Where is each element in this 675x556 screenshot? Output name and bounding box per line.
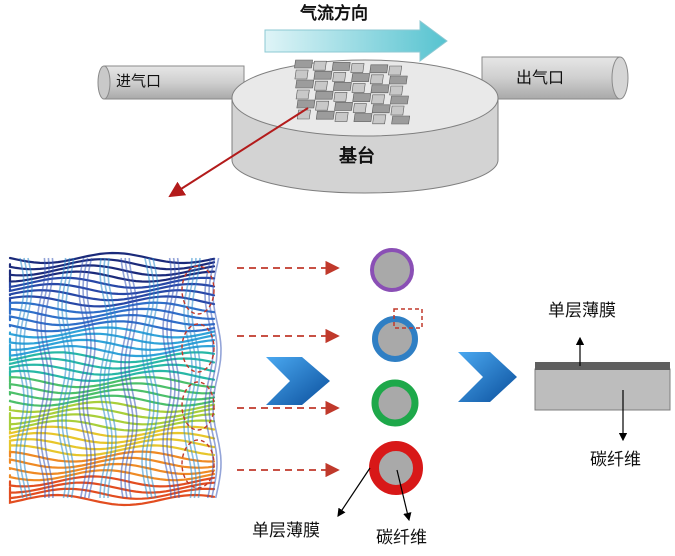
fabric-yarn xyxy=(10,476,214,486)
mesh-cell xyxy=(354,114,372,122)
section-film-pointer xyxy=(338,468,370,516)
mesh-cell xyxy=(390,86,403,95)
mesh-cell xyxy=(389,76,407,84)
mesh-cell xyxy=(314,81,327,90)
mesh-cell xyxy=(373,115,386,124)
fabric-yarn xyxy=(10,265,214,275)
mesh-cell xyxy=(371,85,389,93)
mesh-cell xyxy=(294,60,312,68)
fiber-cross-section xyxy=(375,383,415,423)
chevron-arrow-right xyxy=(458,352,517,402)
mesh-cell xyxy=(392,116,410,124)
mesh-cell xyxy=(296,90,309,99)
fabric-yarn xyxy=(10,253,214,263)
mesh-cell xyxy=(313,61,326,70)
mesh-cell xyxy=(316,101,329,110)
mesh-cell xyxy=(370,75,383,84)
airflow-direction-label: 气流方向 xyxy=(300,6,368,23)
planar-film-label: 单层薄膜 xyxy=(548,303,616,320)
fiber-cross-section xyxy=(374,446,418,490)
fiber-cross-section xyxy=(375,319,415,359)
fabric-visualization xyxy=(10,253,221,505)
section-fiber-label: 碳纤维 xyxy=(376,530,427,547)
mesh-cell xyxy=(372,105,390,113)
mesh-cell xyxy=(332,62,350,70)
airflow-arrow xyxy=(265,21,447,61)
mesh-cell xyxy=(295,70,308,79)
fiber-cross-sections xyxy=(372,250,418,490)
mesh-cell xyxy=(334,102,352,110)
mesh-cell xyxy=(314,71,332,79)
mesh-cell xyxy=(297,100,315,108)
mesh-cell xyxy=(353,104,366,113)
mesh-cell xyxy=(334,92,347,101)
section-film-label: 单层薄膜 xyxy=(252,523,320,540)
mesh-cell xyxy=(315,91,333,99)
mesh-cell xyxy=(370,65,388,73)
mesh-cell xyxy=(390,96,408,104)
mesh-cell xyxy=(353,94,371,102)
mesh-cell xyxy=(391,106,404,115)
planar-film xyxy=(535,362,670,410)
mesh-cell xyxy=(371,95,384,104)
fabric-warp xyxy=(184,258,192,498)
mesh-cell xyxy=(388,66,401,75)
planar-fiber-label: 碳纤维 xyxy=(590,452,641,469)
mesh-cell xyxy=(352,84,365,93)
substrate-label: 基台 xyxy=(339,148,375,166)
fabric-yarn xyxy=(10,371,214,381)
chevron-arrow-left xyxy=(266,357,330,405)
mesh-cell xyxy=(351,64,364,73)
outlet-label: 出气口 xyxy=(516,70,564,86)
mesh-cell xyxy=(333,72,346,81)
mesh-cell xyxy=(296,80,314,88)
fiber-cross-section xyxy=(372,250,412,290)
fabric-yarn xyxy=(10,383,214,393)
inlet-label: 进气口 xyxy=(116,74,161,89)
mesh-cell xyxy=(316,111,334,119)
mesh-cell xyxy=(352,74,370,82)
mesh-cell xyxy=(335,112,348,121)
mesh-cell xyxy=(333,82,351,90)
